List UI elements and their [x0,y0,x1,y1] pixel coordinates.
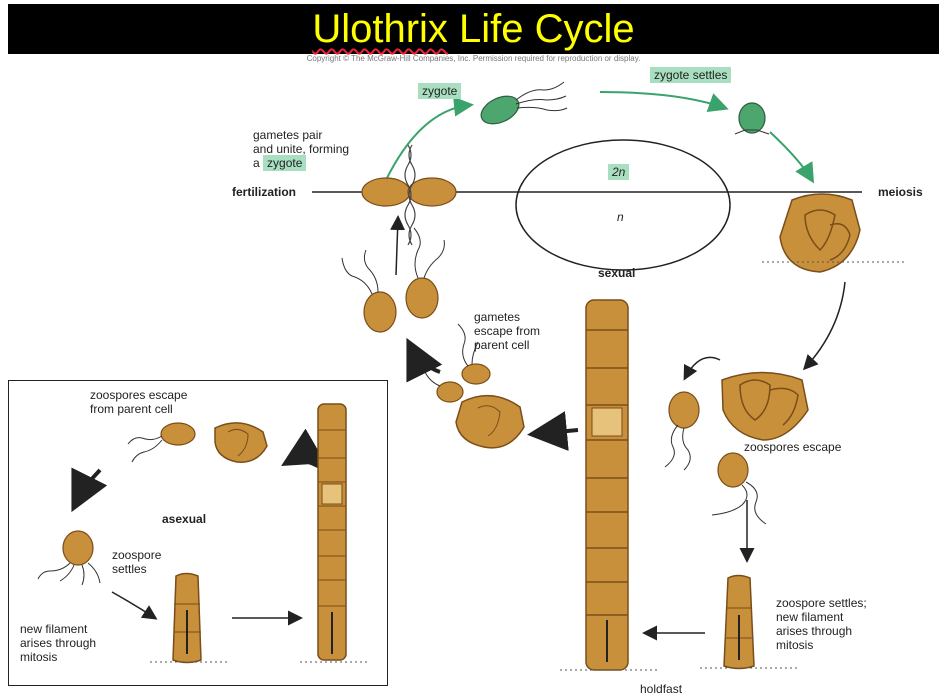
gametes-pair-line-3: a zygote [253,156,349,170]
gametes-pair-zygote: zygote [263,155,306,171]
opened-cell-gametes [456,396,524,448]
zoospores-escape-parent-line-2: from parent cell [90,402,187,416]
arrow-to-meiosis [770,132,812,180]
meiosis-tetrad [762,194,905,272]
label-zoospores-escape-parent: zoospores escape from parent cell [90,388,187,416]
zoospore-settles-left-line-1: zoospore [112,548,161,562]
zoospore-settles-right-line-2: new filament [776,610,867,624]
label-zygote-settles: zygote settles [650,68,731,82]
label-holdfast: holdfast [640,682,682,696]
gametes-pair-line-1: gametes pair [253,128,349,142]
label-zoospores-escape: zoospores escape [744,440,841,454]
label-fertilization: fertilization [232,185,296,199]
main-filament [560,300,660,670]
new-filament-left [150,574,230,663]
zoospore-right-1 [665,392,699,470]
gametes-escape-line-3: parent cell [474,338,540,352]
arrow-gametes-to-fertilization [396,218,398,275]
label-meiosis: meiosis [878,185,923,199]
gametes-pair-line-2: and unite, forming [253,142,349,156]
label-gametes-pair: gametes pair and unite, forming a zygote [253,128,349,170]
label-sexual: sexual [598,266,635,280]
arrow-release-left [685,357,720,378]
label-new-filament-left: new filament arises through mitosis [20,622,96,664]
zoospore-settles-right-line-3: arises through [776,624,867,638]
arrow-to-zygote-settles [600,92,725,108]
label-gametes-escape: gametes escape from parent cell [474,310,540,352]
zoospore-right-2 [712,453,766,524]
settled-zygote [735,103,769,134]
zygote-highlight: zygote [418,83,461,99]
new-filament-left-line-1: new filament [20,622,96,636]
opened-cell-asexual [215,423,267,462]
arrow-meiosis-to-release [805,282,845,368]
label-zygote: zygote [418,84,461,98]
diploid-highlight: 2n [608,164,629,180]
gametes-escape-line-1: gametes [474,310,540,324]
arrow-to-zygote [385,105,470,182]
zoospores-escape-parent-line-1: zoospores escape [90,388,187,402]
zygote-settles-highlight: zygote settles [650,67,731,83]
arrow-to-gamete-release [535,430,578,434]
opened-cell-zoospores [722,373,808,441]
fusing-gametes [362,145,456,245]
zoospore-settles-left [38,531,100,585]
gametes-pair-a: a [253,156,260,170]
new-filament-left-line-3: mitosis [20,650,96,664]
new-filament-left-line-2: arises through [20,636,96,650]
filament-asexual [300,404,370,662]
label-diploid: 2n [608,165,629,179]
zoospore-settles-right-line-1: zoospore settles; [776,596,867,610]
zoospore-escaping-left [128,423,195,462]
zygote-cell [477,82,567,129]
gamete-large-1 [342,250,396,332]
ploidy-circle [516,140,730,270]
label-zoospore-settles-left: zoospore settles [112,548,161,576]
label-zoospore-settles-right: zoospore settles; new filament arises th… [776,596,867,652]
label-asexual: asexual [162,512,206,526]
arrow-settles-to-filament [112,592,155,618]
zoospore-settles-right-line-4: mitosis [776,638,867,652]
gametes-escape-line-2: escape from [474,324,540,338]
label-haploid: n [617,210,624,224]
arrow-escape-down-left [75,470,100,505]
gamete-large-2 [406,228,444,318]
zoospore-settles-left-line-2: settles [112,562,161,576]
